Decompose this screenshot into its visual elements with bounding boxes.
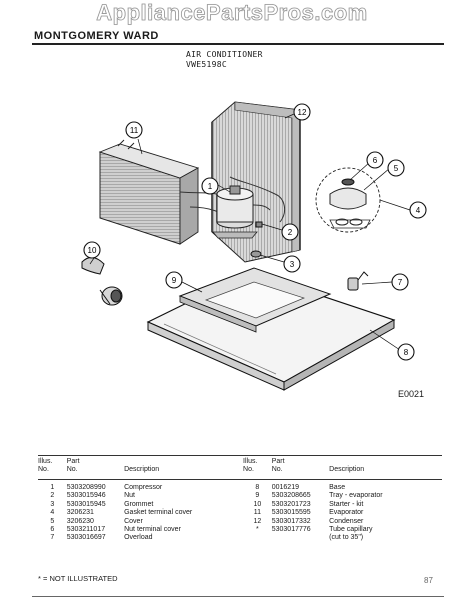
callout-6: 6 [366, 151, 384, 169]
col-illus: Illus.No. [38, 458, 53, 473]
callout-11: 11 [125, 121, 143, 139]
callout-7: 7 [391, 273, 409, 291]
header-rule [32, 43, 444, 45]
callout-3: 3 [283, 255, 301, 273]
callout-4: 4 [409, 201, 427, 219]
table-top-rule [38, 455, 442, 456]
grommet-part [250, 250, 262, 258]
svg-text:4: 4 [416, 206, 421, 215]
nut-part [255, 221, 263, 228]
leader-lines [89, 113, 411, 351]
svg-text:10: 10 [88, 246, 97, 255]
svg-text:5: 5 [394, 164, 399, 173]
watermark: AppliancePartsPros.com [96, 0, 368, 25]
svg-text:11: 11 [130, 126, 139, 135]
evaporator-coil [98, 139, 200, 245]
svg-text:1: 1 [208, 182, 213, 191]
page-mark: 87 [424, 576, 433, 585]
footnote: * = NOT ILLUSTRATED [38, 574, 118, 583]
callout-9: 9 [165, 271, 183, 289]
col-description: Description [124, 466, 160, 473]
footer-rule [32, 596, 444, 597]
terminal-cover-detail [315, 167, 381, 233]
col-description-right: Description [329, 466, 365, 473]
callout-10: 10 [83, 241, 101, 259]
svg-text:6: 6 [373, 156, 378, 165]
exploded-parts-diagram: 1 2 3 4 5 6 7 8 9 10 11 12 [81, 101, 427, 391]
evaporator-tray [178, 267, 332, 333]
overload-part [347, 271, 369, 291]
callout-2: 2 [281, 223, 299, 241]
svg-text:8: 8 [404, 348, 409, 357]
col-illus-right: Illus.No. [243, 458, 258, 473]
callout-5: 5 [387, 159, 405, 177]
compressor [212, 185, 258, 239]
model-number: VWE5198C [186, 60, 227, 69]
callout-12: 12 [293, 103, 311, 121]
svg-text:9: 9 [172, 276, 177, 285]
callout-1: 1 [201, 177, 219, 195]
svg-text:3: 3 [290, 260, 295, 269]
callout-8: 8 [397, 343, 415, 361]
starter-kit [81, 257, 123, 306]
svg-text:2: 2 [288, 228, 293, 237]
brand-name: MONTGOMERY WARD [34, 30, 159, 42]
drawing-code: E0021 [398, 389, 425, 399]
svg-text:7: 7 [398, 278, 403, 287]
product-title: AIR CONDITIONER [186, 50, 263, 59]
svg-text:12: 12 [298, 108, 307, 117]
